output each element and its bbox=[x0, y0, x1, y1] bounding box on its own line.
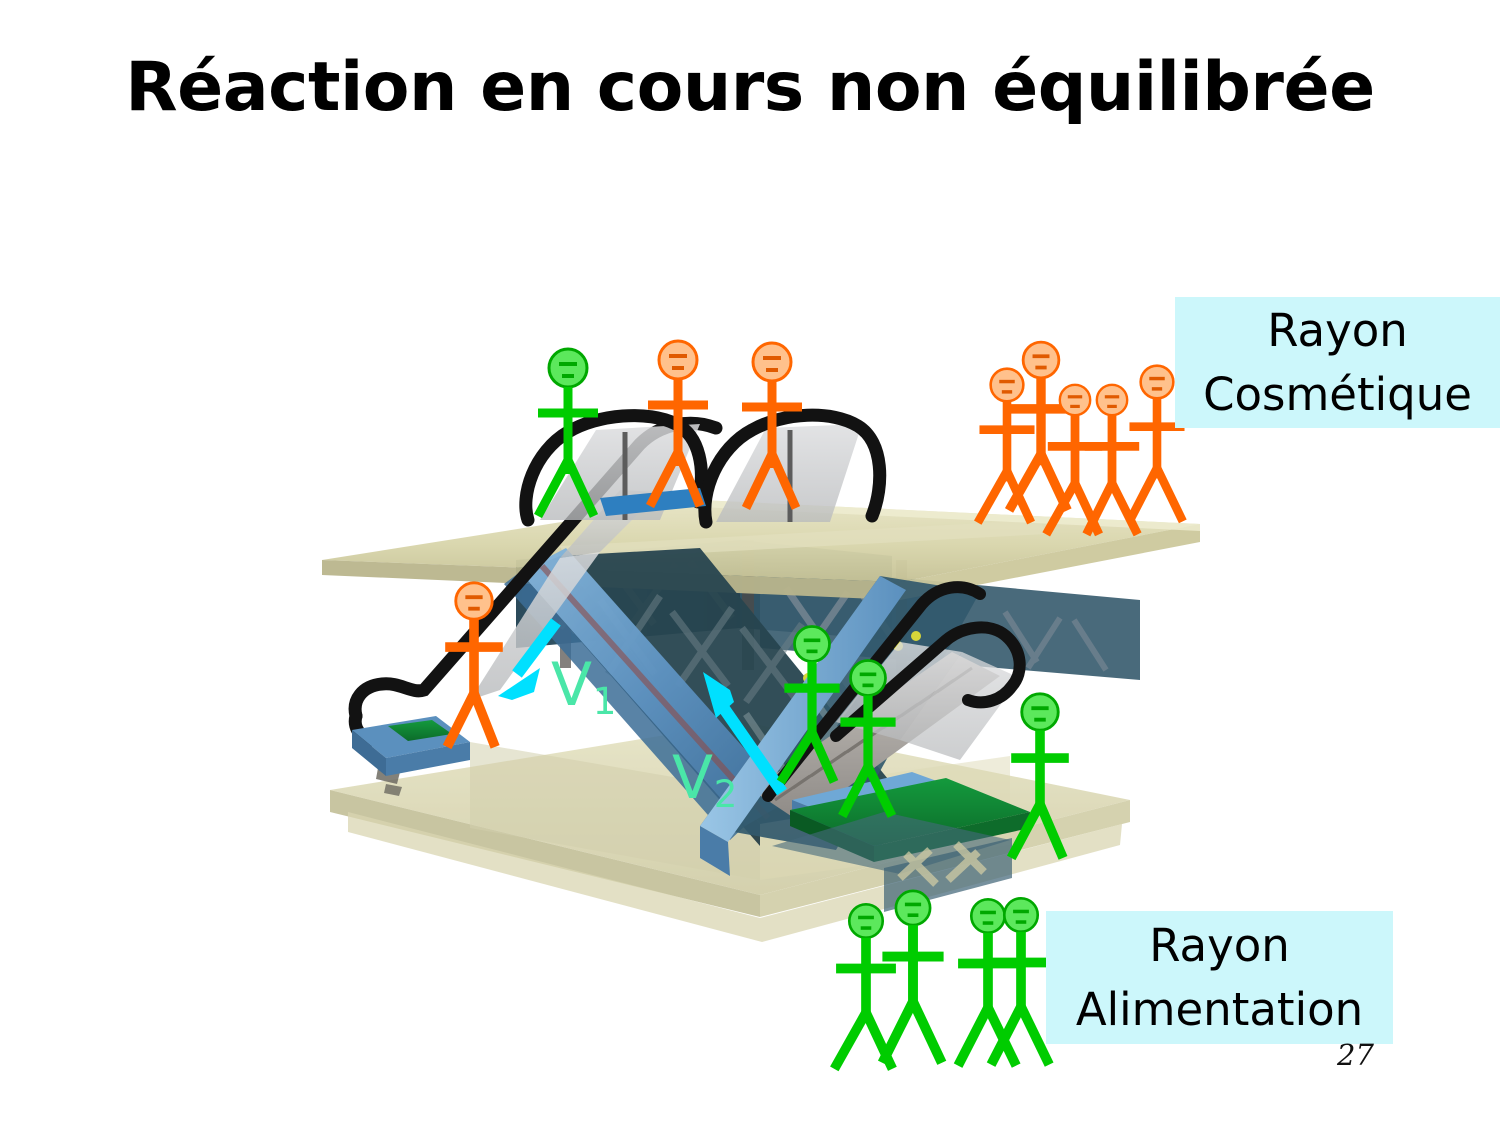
figure-green-queue-4 bbox=[986, 896, 1054, 1067]
page-title: Réaction en cours non équilibrée bbox=[125, 48, 1375, 127]
v2-symbol: V bbox=[672, 743, 714, 813]
label-rayon-alimentation: Rayon Alimentation bbox=[1046, 911, 1393, 1044]
v1-subscript: 1 bbox=[592, 678, 617, 723]
v1-symbol: V bbox=[551, 650, 593, 720]
figure-orange-queue-1 bbox=[974, 367, 1035, 525]
figure-orange-rider-1 bbox=[646, 339, 708, 509]
figure-green-ascending-1 bbox=[776, 625, 840, 785]
figure-green-queue-2 bbox=[877, 889, 947, 1066]
page-number: 27 bbox=[1337, 1038, 1374, 1072]
v2-arrow bbox=[703, 672, 787, 796]
figure-orange-descending bbox=[442, 581, 503, 750]
figure-orange-rider-2 bbox=[741, 341, 802, 510]
figure-green-ascending-2 bbox=[838, 659, 897, 819]
figure-green-standing-right bbox=[1006, 692, 1069, 861]
velocity-label-v1: V1 bbox=[551, 655, 616, 720]
figure-green-rider-1 bbox=[534, 347, 599, 519]
v1-arrow bbox=[498, 618, 561, 700]
v2-subscript: 2 bbox=[713, 771, 738, 816]
velocity-label-v2: V2 bbox=[672, 748, 737, 813]
figure-orange-queue-4 bbox=[1082, 383, 1142, 537]
label-rayon-cosmetique: Rayon Cosmétique bbox=[1175, 297, 1500, 428]
